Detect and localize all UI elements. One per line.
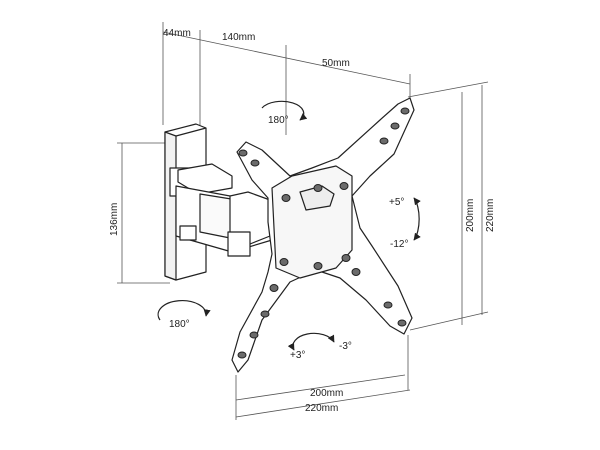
hole-center-4 (279, 258, 289, 266)
hole-bottom-right-1 (397, 319, 407, 327)
hole-top-left-1 (238, 149, 248, 157)
depth-min-label: 44mm (163, 28, 191, 39)
dimension-labels: 44mm 140mm 50mm 136mm 200mm 220mm 200mm … (109, 28, 496, 414)
hole-top-right-2 (390, 122, 400, 130)
hole-bottom-left-1 (237, 351, 247, 359)
mounting-holes (237, 107, 410, 359)
dimension-lines (117, 22, 489, 420)
rotate-positive-label: +3° (290, 350, 305, 361)
hole-center-3 (339, 182, 349, 190)
arm-offset-label: 50mm (322, 58, 350, 69)
tilt-up-label: +5° (389, 197, 404, 208)
vesa-inner-vertical-label: 200mm (465, 199, 476, 232)
articulating-arm (175, 163, 273, 257)
hole-center-7 (269, 284, 279, 292)
swivel-top-arrow (261, 100, 308, 121)
swivel-top-label: 180° (268, 115, 289, 126)
vesa-bracket (231, 97, 415, 373)
swivel-bottom-label: 180° (169, 319, 190, 330)
hole-bottom-left-3 (260, 310, 270, 318)
vesa-outer-horizontal-label: 220mm (305, 403, 338, 414)
hole-center-6 (341, 254, 351, 262)
swivel-bottom-arrow (157, 299, 211, 321)
hole-top-right-3 (379, 137, 389, 145)
wall-plate-height-label: 136mm (109, 203, 120, 236)
hole-top-right-1 (400, 107, 410, 115)
hole-bottom-right-2 (383, 301, 393, 309)
vesa-outer-vertical-label: 220mm (485, 199, 496, 232)
hole-center-8 (351, 268, 361, 276)
tilt-arrow (413, 197, 421, 241)
hole-center-5 (313, 262, 323, 270)
rotation-arrows (157, 100, 421, 351)
hole-center-2 (313, 184, 323, 192)
angle-labels: 180° 180° +5° -12° +3° -3° (169, 115, 408, 361)
hole-top-left-2 (250, 159, 260, 167)
vesa-inner-horizontal-label: 200mm (310, 388, 343, 399)
hole-bottom-left-2 (249, 331, 259, 339)
rotate-arrow (287, 332, 335, 351)
rotate-negative-label: -3° (339, 341, 352, 352)
depth-max-label: 140mm (222, 32, 255, 43)
tilt-down-label: -12° (390, 239, 408, 250)
hole-center-1 (281, 194, 291, 202)
